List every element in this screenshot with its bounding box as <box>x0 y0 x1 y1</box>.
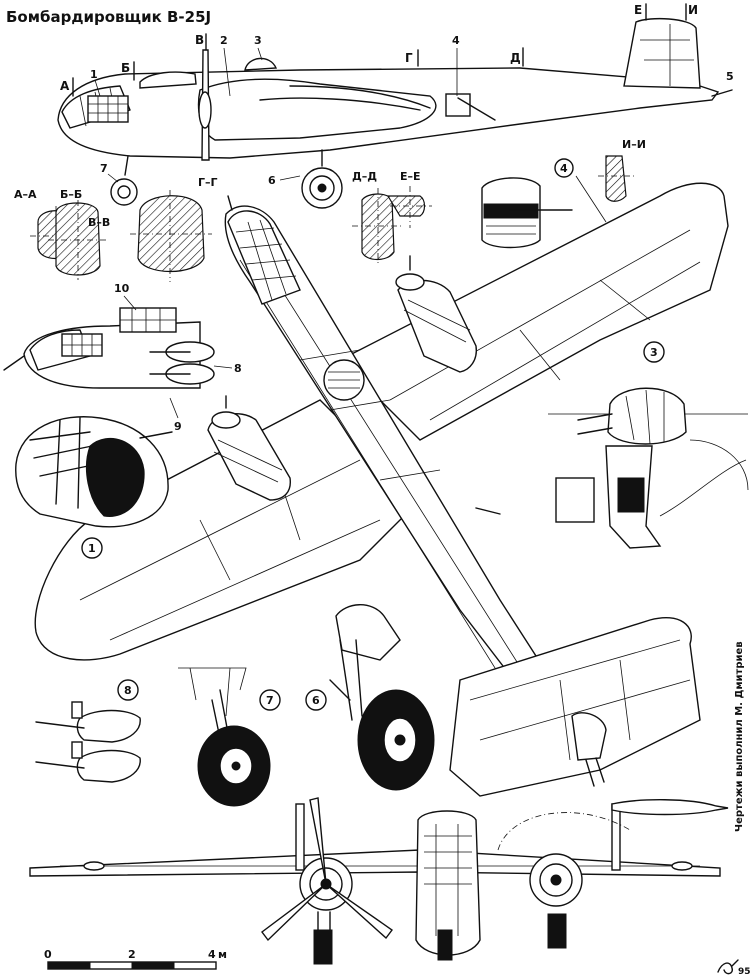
callout-1: 1 <box>90 68 98 81</box>
section-label-i: И <box>688 3 698 17</box>
side-view: А Б В Г Д Е И 1 2 3 4 5 6 7 <box>57 3 734 209</box>
section-view-aa: А–А <box>14 188 37 201</box>
detail-1-nose-glazing: 1 <box>15 416 173 559</box>
front-view <box>29 797 721 965</box>
detail-4-waist-gun: 4 <box>481 158 607 249</box>
section-view-bb: Б–Б <box>60 188 82 201</box>
detail-circle-6: 6 <box>312 694 320 707</box>
callout-8: 8 <box>234 362 242 375</box>
callout-5: 5 <box>726 70 734 83</box>
detail-6-main-gear: 6 <box>305 604 435 791</box>
section-view-dd: Д–Д <box>352 170 377 183</box>
section-view-gg: Г–Г <box>198 176 218 189</box>
section-view-ee: Е–Е <box>400 170 421 183</box>
drop-tank <box>611 799 729 816</box>
detail-circle-3: 3 <box>650 346 658 359</box>
scale-tick-4: 4 <box>208 948 216 961</box>
section-label-e: Е <box>634 3 642 17</box>
callout-2: 2 <box>220 34 228 47</box>
callout-10: 10 <box>114 282 130 295</box>
author-credit: Чертежи выполнил М. Дмитриев <box>734 641 745 832</box>
detail-circle-8: 8 <box>124 684 132 697</box>
section-view-ii: И–И <box>622 138 646 151</box>
detail-circle-4: 4 <box>560 162 568 175</box>
callout-7: 7 <box>100 162 108 175</box>
sheet-title: Бомбардировщик В-25J <box>6 8 211 26</box>
plan-view <box>34 182 729 797</box>
scale-bar: 0 2 4 м <box>44 948 227 970</box>
section-label-a: А <box>60 79 70 93</box>
signature-year: 95 <box>738 967 750 977</box>
detail-circle-7: 7 <box>266 694 274 707</box>
detail-8-cheek-guns: 8 <box>35 679 141 783</box>
detail-3-top-turret: 3 <box>548 341 749 549</box>
section-label-d: Д <box>510 51 521 65</box>
section-label-v: В <box>195 33 204 47</box>
nose-side-detail: 10 8 9 <box>3 282 242 433</box>
callout-9: 9 <box>174 420 182 433</box>
section-label-g: Г <box>405 51 413 65</box>
author-signature: 95 <box>717 959 750 977</box>
callout-4: 4 <box>452 34 460 47</box>
callout-3: 3 <box>254 34 262 47</box>
cross-sections: А–А Б–Б В–В Г–Г Д–Д Е–Е И–И <box>14 138 646 282</box>
scale-tick-2: 2 <box>128 948 136 961</box>
scale-tick-0: 0 <box>44 948 52 961</box>
detail-7-nose-gear: 7 <box>178 667 281 807</box>
callout-6: 6 <box>268 174 276 187</box>
section-view-vv: В–В <box>88 216 110 229</box>
detail-circle-1: 1 <box>88 542 96 555</box>
section-label-b: Б <box>121 61 130 75</box>
scale-unit: м <box>218 948 227 961</box>
